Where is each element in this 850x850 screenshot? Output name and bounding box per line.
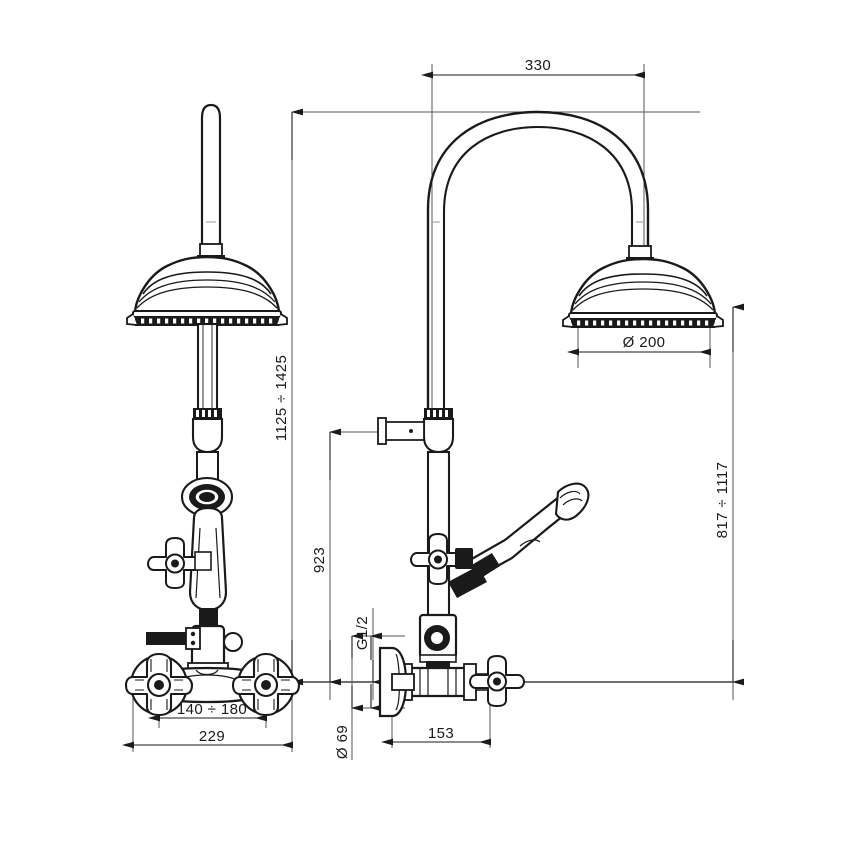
dim-817-1117-label: 817 ÷ 1117 xyxy=(714,462,731,539)
front-diverter-stem xyxy=(194,551,212,571)
side-diverter-outlet xyxy=(455,548,473,569)
front-upper-riser xyxy=(200,103,222,254)
dimension-text-layer: 330 Ø 200 1125 ÷ 1425 817 ÷ 1117 923 G1/… xyxy=(177,57,731,759)
dim-1125-1425-label: 1125 ÷ 1425 xyxy=(273,355,290,442)
side-gooseneck-arm xyxy=(426,110,650,430)
dim-diameter-200-label: Ø 200 xyxy=(623,334,666,351)
dim-923-label: 923 xyxy=(311,547,328,573)
side-upper-coupling xyxy=(377,408,455,454)
dim-g12-label: G1/2 xyxy=(354,616,371,650)
dim-140-180-label: 140 ÷ 180 xyxy=(177,701,247,718)
side-wall-rosette xyxy=(378,646,415,718)
dim-330-label: 330 xyxy=(525,57,551,74)
front-riser-pipe xyxy=(196,322,219,414)
dim-153-label: 153 xyxy=(428,725,454,742)
front-handshower-outlet xyxy=(180,476,234,518)
side-view xyxy=(377,110,725,718)
dim-diameter-69-label: Ø 69 xyxy=(334,725,351,759)
dimension-arrows-layer xyxy=(122,71,744,749)
dim-229-label: 229 xyxy=(199,728,225,745)
side-cartridge-housing xyxy=(418,613,458,668)
side-hand-shower xyxy=(448,482,590,598)
dimension-lines-layer xyxy=(132,64,734,760)
front-temperature-lever[interactable] xyxy=(146,632,188,645)
front-view xyxy=(124,103,301,717)
